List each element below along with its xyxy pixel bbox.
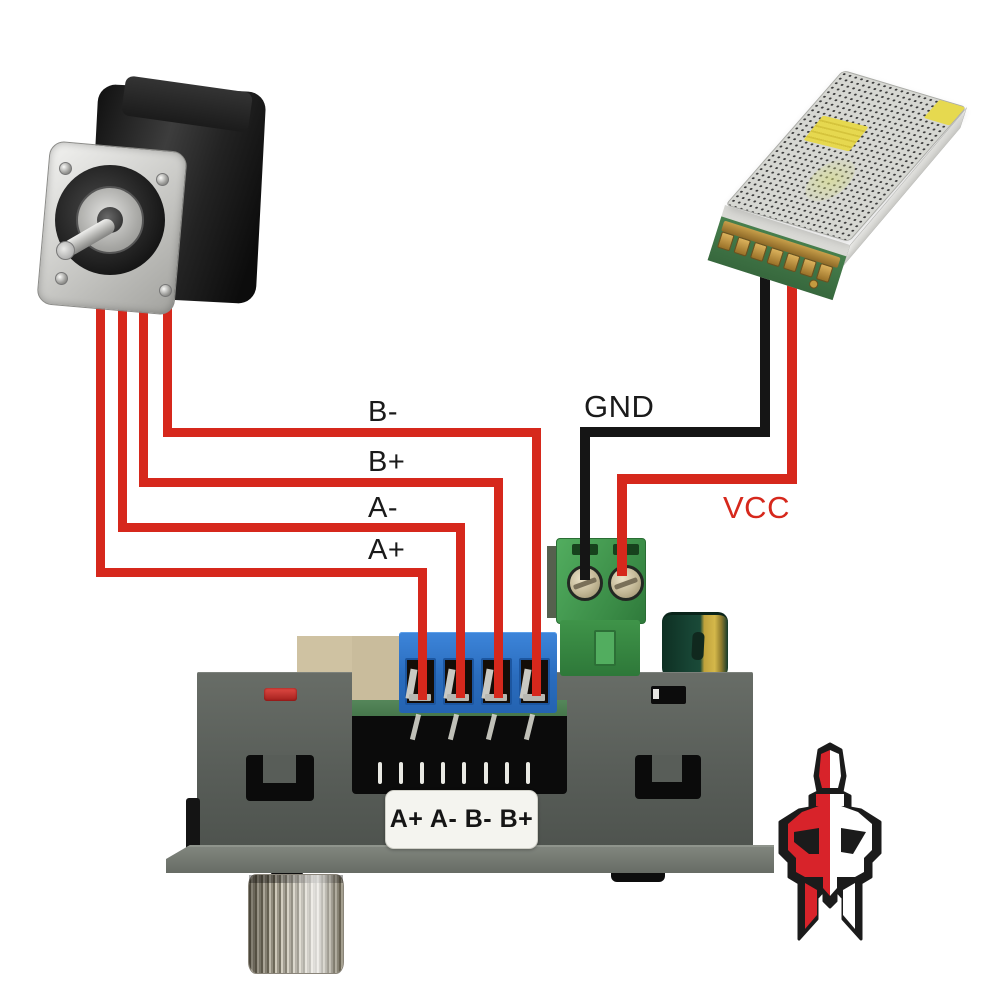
- cardboard-spacer-2: [352, 636, 399, 712]
- wire-label-gnd: GND: [584, 389, 655, 424]
- capacitor-vent-slot: [691, 631, 705, 661]
- wire-a-plus: [96, 305, 105, 577]
- wire-label-b-minus: B-: [368, 396, 398, 428]
- motor-screw: [156, 173, 169, 186]
- header-pin: [441, 762, 445, 784]
- helmet-eye-left: [794, 828, 819, 854]
- wire-b-plus: [494, 478, 503, 698]
- wire-b-minus: [163, 428, 541, 437]
- motor-shaft-tip: [56, 241, 75, 260]
- header-pin: [462, 762, 466, 784]
- panel-cutout-left: [246, 755, 314, 801]
- motor-screw: [59, 162, 72, 175]
- wire-label-vcc: VCC: [723, 490, 790, 525]
- wire-label-a-plus: A+: [368, 534, 406, 566]
- side-connector: [186, 798, 200, 852]
- wire-a-minus: [118, 523, 465, 532]
- helmet-eye-right: [841, 828, 866, 854]
- power-terminal-block: [547, 538, 646, 682]
- capacitor: [662, 612, 728, 678]
- panel-cutout-right-fill: [652, 755, 682, 782]
- wire-b-plus: [139, 305, 148, 487]
- wire-vcc: [787, 276, 797, 484]
- motor-screw: [55, 272, 68, 285]
- wire-gnd: [760, 272, 770, 437]
- panel-cutout-right: [635, 755, 701, 799]
- terminal-shadow: [547, 546, 557, 618]
- wire-a-plus: [418, 568, 427, 700]
- panel-notch: [651, 686, 686, 704]
- psu-reflection: [795, 154, 866, 206]
- header-pin: [399, 762, 403, 784]
- wire-label-b-plus: B+: [368, 446, 406, 478]
- header-pin: [420, 762, 424, 784]
- wire-b-minus: [163, 305, 172, 437]
- wire-a-minus: [456, 523, 465, 698]
- psu-spec-label: [803, 115, 869, 152]
- wire-label-a-minus: A-: [368, 492, 398, 524]
- stepper-motor: [35, 75, 275, 323]
- wire-vcc: [617, 474, 627, 576]
- wire-vcc: [617, 474, 797, 484]
- board-base-plate: [166, 845, 774, 873]
- wire-b-minus: [532, 428, 541, 696]
- wire-gnd: [580, 427, 770, 437]
- panel-notch-highlight: [653, 689, 659, 699]
- power-led: [264, 688, 297, 701]
- wire-b-plus: [139, 478, 503, 487]
- header-pin: [378, 762, 382, 784]
- power-terminal-tab: [594, 630, 616, 666]
- connector-opening: [352, 716, 567, 794]
- header-pin: [505, 762, 509, 784]
- header-pin: [526, 762, 530, 784]
- wire-a-plus: [96, 568, 427, 577]
- spartan-helmet-logo: [778, 742, 882, 941]
- terminal-marking-label: A+ A- B- B+: [385, 790, 538, 849]
- header-pin: [484, 762, 488, 784]
- terminal-marking-text: A+ A- B- B+: [389, 805, 534, 833]
- wire-a-minus: [118, 305, 127, 532]
- panel-cutout-left-fill: [263, 755, 296, 783]
- metal-knob: [248, 874, 344, 974]
- motor-screw: [159, 284, 172, 297]
- wire-gnd: [580, 427, 590, 580]
